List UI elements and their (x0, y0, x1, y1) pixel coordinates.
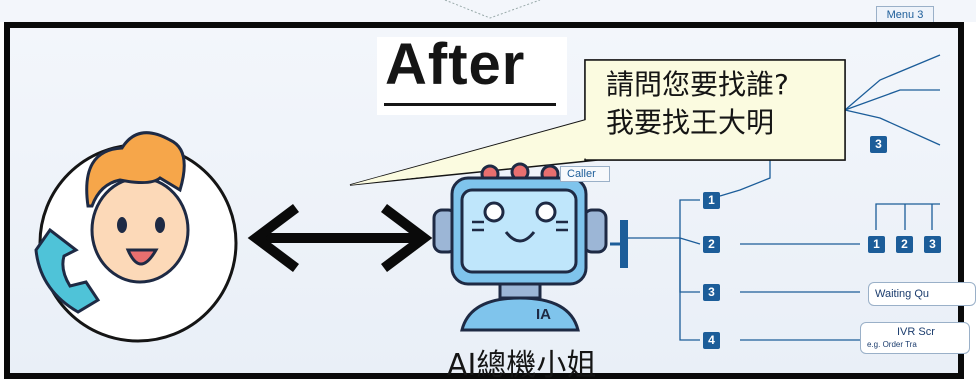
speech-bubble-text: 請問您要找誰? 我要找王大明 (606, 66, 789, 142)
ivr-script-label: IVR Scr (897, 326, 935, 338)
two-way-arrow-icon (247, 204, 433, 272)
ivr-option-1: 1 (703, 192, 720, 209)
ivr-upper-option: 3 (870, 136, 887, 153)
ivr-sub-option-3: 3 (924, 236, 941, 253)
ivr-sub-option-1: 1 (868, 236, 885, 253)
background-strip (0, 0, 976, 22)
ai-operator-label: AI總機小姐 (447, 348, 597, 383)
ivr-script-box: IVR Scr e.g. Order Tra (860, 322, 970, 354)
ivr-script-sublabel: e.g. Order Tra (867, 340, 917, 349)
waiting-queue-box: Waiting Qu (868, 282, 976, 306)
ivr-sub-option-2: 2 (896, 236, 913, 253)
ivr-option-2: 2 (703, 236, 720, 253)
page-title: After (385, 32, 526, 97)
ivr-tree-lines (625, 54, 941, 341)
caller-icon (34, 131, 190, 314)
dotted-connector (444, 0, 541, 19)
robot-badge: IA (536, 306, 551, 323)
ivr-option-3: 3 (703, 284, 720, 301)
speech-line-2: 我要找王大明 (606, 106, 775, 139)
ivr-option-4: 4 (703, 332, 720, 349)
caller-label: Caller (560, 166, 610, 182)
robot-icon (432, 162, 608, 332)
title-underline (384, 103, 556, 106)
speech-line-1: 請問您要找誰? (606, 68, 789, 101)
title-backdrop (377, 37, 567, 115)
